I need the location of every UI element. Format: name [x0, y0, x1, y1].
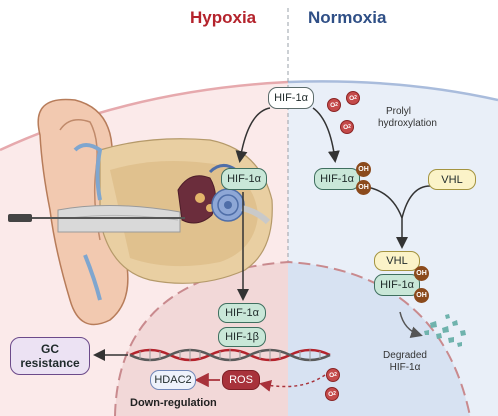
- degraded-hif1a-label: Degraded HIF-1α: [383, 350, 427, 373]
- hydroxyl-group: OH: [414, 288, 429, 303]
- vhl-box: VHL: [428, 169, 476, 190]
- pathway-arrows: [93, 107, 431, 392]
- hypoxia-title: Hypoxia: [190, 8, 257, 27]
- hydroxyl-group: OH: [356, 180, 371, 195]
- normoxia-title: Normoxia: [308, 8, 387, 27]
- hdac2-box: HDAC2: [150, 370, 196, 390]
- degraded-fragments: [424, 314, 466, 347]
- hif1a-start-box: HIF-1α: [268, 87, 314, 109]
- hif1a-cytoplasm-box: HIF-1α: [221, 168, 267, 190]
- hydroxyl-group: OH: [356, 162, 371, 177]
- hif1b-complex-box: HIF-1β: [218, 327, 266, 347]
- hif1a-hydroxylated-box: HIF-1α: [314, 168, 360, 190]
- down-regulation-label: Down-regulation: [130, 397, 217, 409]
- gc-resistance-line1: GC: [41, 342, 59, 356]
- hif1a-complex-box: HIF-1α: [218, 303, 266, 323]
- dna-strand: [129, 348, 331, 362]
- prolyl-hydroxylation-label: Prolyl hydroxylation: [378, 106, 437, 129]
- gc-resistance-box: GC resistance: [10, 337, 90, 375]
- hydroxyl-group: OH: [414, 266, 429, 281]
- gc-resistance-line2: resistance: [20, 356, 80, 370]
- vhl-complex-box: VHL: [374, 251, 420, 271]
- hif1a-vhl-complex-box: HIF-1α: [374, 274, 420, 296]
- ros-box: ROS: [222, 370, 260, 390]
